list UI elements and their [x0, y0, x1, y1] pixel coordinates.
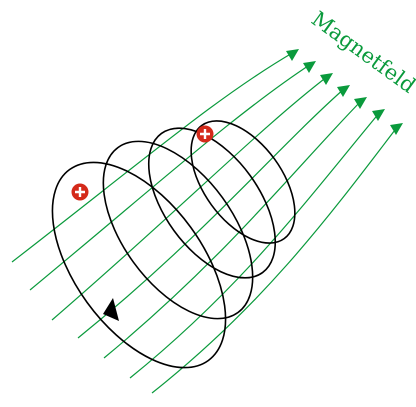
orbit-direction-arrow — [103, 298, 119, 321]
field-line — [11, 51, 295, 263]
orbit-loop — [51, 161, 227, 369]
field-arrowhead — [286, 49, 299, 61]
magnetic-field-label: Magnetfeld — [307, 7, 416, 98]
field-arrowhead — [390, 123, 403, 135]
field-line — [129, 111, 381, 379]
charge-plus-sign — [200, 129, 210, 139]
field-line — [103, 99, 363, 359]
field-line — [51, 75, 329, 321]
orbit-loop — [102, 140, 254, 320]
helix-orbits — [51, 120, 296, 369]
orbit-loop — [147, 127, 277, 279]
field-arrowhead — [354, 97, 367, 109]
charge-plus-sign — [75, 187, 85, 197]
field-line — [29, 63, 312, 291]
field-arrowhead — [320, 73, 333, 85]
field-arrowheads — [286, 49, 403, 135]
field-arrowhead — [337, 85, 350, 97]
field-line — [77, 87, 346, 339]
orbit-loop — [190, 120, 296, 244]
positive-charge — [196, 125, 214, 143]
positive-charge — [71, 183, 89, 201]
field-arrowhead — [303, 61, 316, 73]
field-lines — [11, 51, 399, 394]
field-line — [151, 125, 399, 394]
field-arrowhead — [372, 109, 385, 121]
